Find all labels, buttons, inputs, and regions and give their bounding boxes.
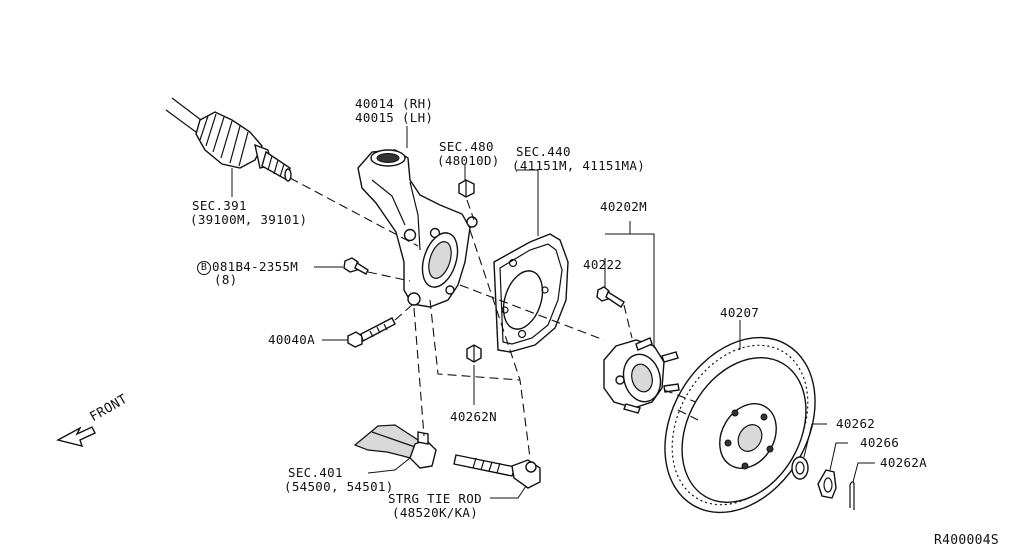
label-sec391-parts: (39100M, 39101) (190, 212, 308, 227)
label-bolt-40040a: 40040A (268, 332, 315, 347)
drive-shaft (165, 97, 292, 182)
label-tie-rod-parts: (48520K/KA) (392, 505, 479, 520)
hub-bolt-40222 (596, 286, 625, 308)
nut-40262 (791, 456, 809, 480)
bolt-081b4-2355m (343, 257, 369, 275)
label-sec440: SEC.440 (516, 144, 571, 159)
nut-48010d (458, 179, 475, 198)
label-sec480: SEC.480 (439, 139, 494, 154)
bolt-40040a (347, 317, 396, 348)
label-rotor: 40207 (720, 305, 760, 320)
tie-rod (453, 454, 541, 489)
splash-shield (493, 233, 569, 353)
lower-arm (353, 424, 437, 469)
steering-knuckle (357, 149, 478, 308)
label-hub-bolt: 40222 (583, 257, 623, 272)
label-sec401-parts: (54500, 54501) (284, 479, 394, 494)
front-arrow (56, 426, 96, 447)
label-sec440-parts: (41151M, 41151MA) (512, 158, 646, 173)
label-nut-40262: 40262 (836, 416, 876, 431)
label-bolt-code: 081B4-2355M (212, 259, 299, 274)
leader-lines (231, 126, 875, 499)
label-knuckle-rh: 40014 (RH) (355, 96, 434, 111)
label-nut-40262n: 40262N (450, 409, 497, 424)
pin-40262a (849, 481, 855, 510)
label-diagram-id: R400004S (934, 533, 1000, 548)
washer-40266 (817, 469, 837, 499)
label-sec401: SEC.401 (288, 465, 343, 480)
label-bolt-badge: B (197, 261, 211, 275)
label-tie-rod: STRG TIE ROD (388, 491, 482, 506)
label-pin-40262a: 40262A (880, 455, 927, 470)
label-bolt-qty: (8) (214, 272, 238, 287)
label-hub-assy: 40202M (600, 199, 647, 214)
nut-40262n (466, 344, 482, 363)
label-sec480-part: (48010D) (437, 153, 500, 168)
wheel-hub-assembly (603, 337, 680, 414)
brake-rotor (664, 336, 816, 514)
label-washer-40266: 40266 (860, 435, 900, 450)
assembly-lines (289, 177, 699, 459)
label-knuckle-lh: 40015 (LH) (355, 110, 434, 125)
label-sec391: SEC.391 (192, 198, 247, 213)
